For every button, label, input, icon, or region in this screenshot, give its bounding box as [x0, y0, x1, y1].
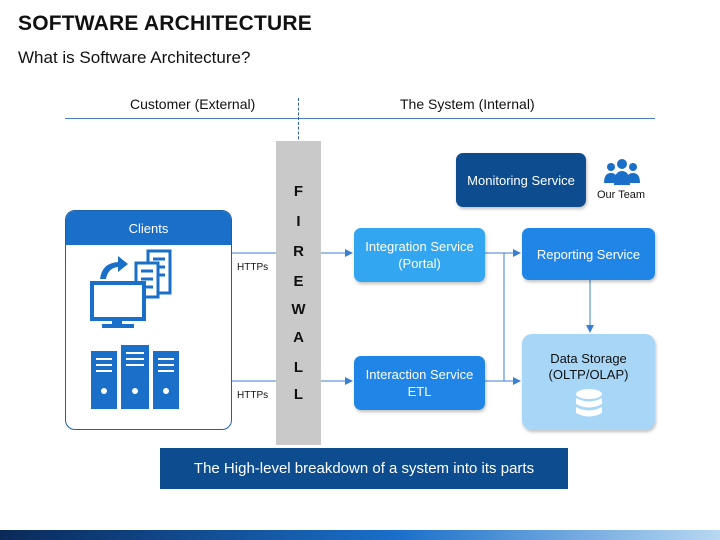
monitoring-service-label: Monitoring Service	[467, 172, 575, 188]
zone-boundary-dashed-line	[298, 98, 299, 144]
integration-service-box: Integration Service (Portal)	[354, 228, 485, 282]
reporting-service-label: Reporting Service	[536, 246, 641, 262]
interaction-service-label: Interaction Service	[365, 367, 474, 382]
page-title: SOFTWARE ARCHITECTURE	[18, 12, 312, 35]
monitor-icon	[90, 281, 146, 328]
data-storage-box: Data Storage (OLTP/OLAP)	[522, 334, 655, 430]
firewall-letter: E	[293, 273, 304, 290]
zone-label-internal: The System (Internal)	[400, 96, 535, 112]
protocol-label-top: HTTPs	[237, 262, 269, 273]
interaction-service-sublabel: ETL	[407, 384, 432, 399]
clients-illustration	[90, 249, 179, 409]
bottom-accent-bar	[0, 530, 720, 540]
protocol-label-bottom: HTTPs	[237, 390, 269, 401]
integration-service-sublabel: (Portal)	[398, 256, 441, 271]
summary-banner-text: The High-level breakdown of a system int…	[193, 460, 535, 477]
firewall-bar: F I R E W A L L	[276, 141, 321, 445]
summary-banner: The High-level breakdown of a system int…	[160, 448, 568, 489]
clients-header: Clients	[66, 211, 231, 245]
zone-label-external: Customer (External)	[130, 96, 256, 112]
firewall-letter: A	[293, 329, 304, 346]
clients-panel: Clients	[65, 210, 232, 430]
firewall-letter: L	[293, 359, 304, 376]
firewall-letter: R	[293, 243, 304, 260]
page-subtitle: What is Software Architecture?	[18, 48, 251, 67]
integration-service-label: Integration Service	[365, 239, 474, 254]
firewall-letter: L	[293, 386, 304, 403]
firewall-letter: I	[296, 213, 301, 230]
reporting-service-box: Reporting Service	[522, 228, 655, 280]
firewall-letter: F	[293, 183, 304, 200]
monitoring-service-box: Monitoring Service	[456, 153, 586, 207]
database-icon	[576, 389, 602, 417]
document-icon	[134, 249, 172, 299]
data-storage-sublabel: (OLTP/OLAP)	[548, 367, 629, 382]
zone-divider-line	[65, 118, 655, 119]
arrow-icon	[100, 256, 128, 279]
interaction-service-box: Interaction Service ETL	[354, 356, 485, 410]
firewall-letter: W	[291, 301, 306, 318]
team-label: Our Team	[597, 189, 646, 201]
data-storage-label: Data Storage	[550, 351, 627, 366]
server-rack-icon	[91, 345, 179, 409]
